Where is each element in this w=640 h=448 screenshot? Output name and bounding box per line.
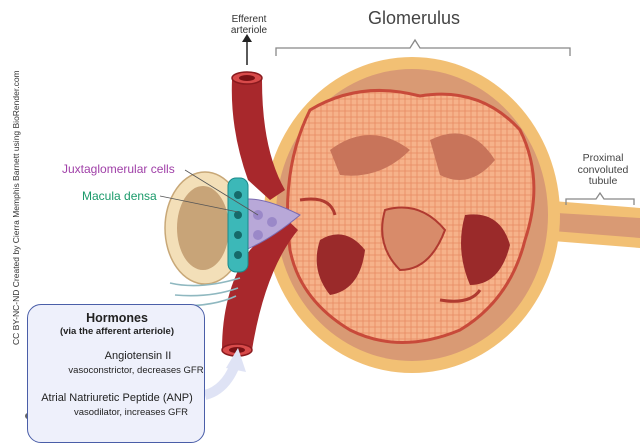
glomerulus-label: Glomerulus [368, 8, 461, 28]
juxtaglomerular-cells-label: Juxtaglomerular cells [62, 162, 175, 176]
proximal-tubule [540, 200, 640, 248]
proximal-brace [565, 191, 635, 205]
hormones-panel: Hormones (via the afferent arteriole) An… [27, 304, 205, 443]
macula-densa-label: Macula densa [82, 189, 157, 203]
angiotensin-effect: vasoconstrictor, decreases GFR [68, 365, 204, 376]
hormones-title: Hormones [86, 311, 148, 325]
glomerulus-brace [275, 38, 571, 56]
efferent-arrowhead [242, 34, 252, 42]
hormone-arrowhead [226, 348, 246, 372]
credit-text: CC BY-NC-ND Created by Cierra Memphis Ba… [11, 70, 21, 345]
anp-name: Atrial Natriuretic Peptide (ANP) [41, 392, 193, 404]
anp-effect: vasodilator, increases GFR [73, 407, 189, 418]
efferent-arteriole [231, 71, 285, 200]
distal-tubule [164, 171, 249, 285]
jg-pointer [184, 169, 259, 216]
hormone-flow-arrow [203, 363, 240, 400]
glomerular-capillaries [286, 88, 536, 344]
hormones-subtitle: (via the afferent arteriole) [59, 326, 175, 337]
md-pointer [159, 195, 239, 213]
efferent-arteriole-label: Efferent arteriole [230, 14, 268, 36]
proximal-tubule-label: Proximal convoluted tubule [577, 152, 629, 188]
angiotensin-name: Angiotensin II [104, 350, 172, 362]
